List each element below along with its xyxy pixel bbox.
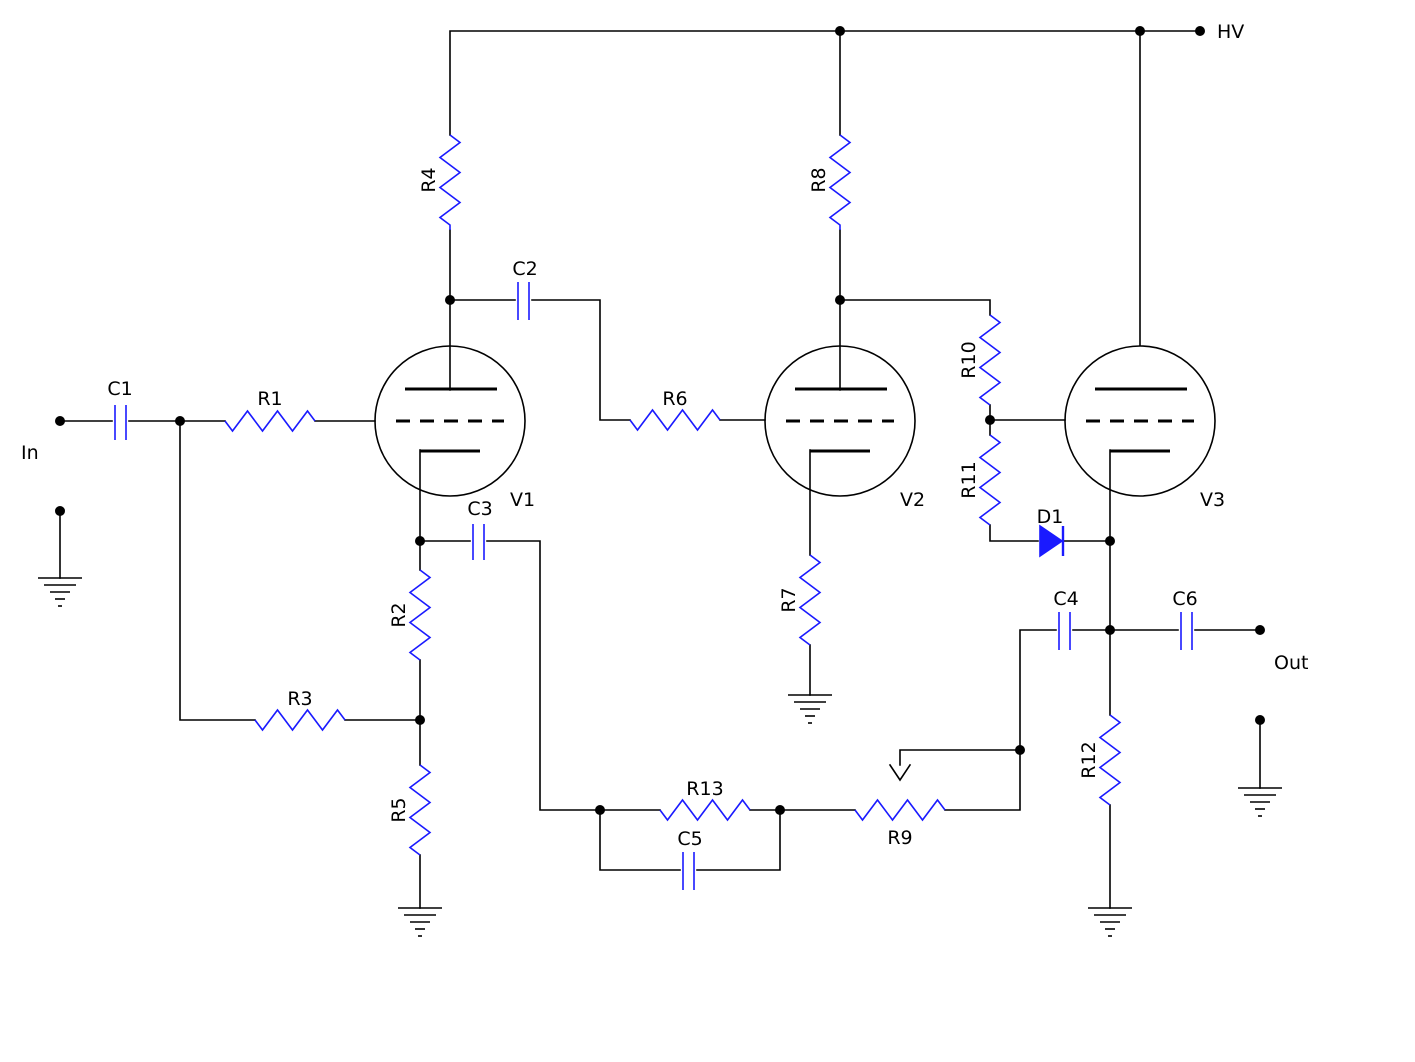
junction-dot [1135, 26, 1145, 36]
junction-dot [175, 416, 185, 426]
resistor-r12 [1098, 714, 1122, 806]
label-r8: R8 [808, 167, 830, 192]
junction-dot [1015, 745, 1025, 755]
label-c6: C6 [1172, 588, 1197, 610]
resistor-r11 [978, 434, 1002, 526]
terminal-in[interactable] [55, 416, 65, 426]
junction-dot [415, 715, 425, 725]
diode-d1 [1039, 524, 1065, 558]
label-r11: R11 [958, 461, 980, 498]
resistor-r4 [438, 134, 462, 230]
label-r10: R10 [958, 341, 980, 378]
terminal-out[interactable] [1255, 625, 1265, 635]
terminal-hv[interactable] [1195, 26, 1205, 36]
label-v3: V3 [1200, 489, 1225, 511]
label-c1: C1 [107, 378, 132, 400]
resistor-r3 [254, 708, 346, 732]
junctions [55, 26, 1265, 815]
label-r4: R4 [418, 167, 440, 192]
resistor-r9 [854, 798, 946, 822]
label-r12: R12 [1078, 741, 1100, 778]
label-r9: R9 [887, 827, 912, 849]
label-r5: R5 [388, 797, 410, 822]
junction-dot [835, 26, 845, 36]
junction-dot [835, 295, 845, 305]
label-r7: R7 [778, 587, 800, 612]
capacitor-c3 [472, 524, 485, 560]
label-d1: D1 [1037, 506, 1064, 528]
ground-in-icon [38, 577, 82, 607]
label-r6: R6 [662, 388, 687, 410]
label-r1: R1 [257, 388, 282, 410]
capacitor-c1 [114, 405, 127, 440]
r9-wiper-arrow-icon [888, 763, 912, 782]
junction-dot [595, 805, 605, 815]
capacitor-c4 [1058, 612, 1071, 650]
junction-dot [985, 415, 995, 425]
label-c5: C5 [677, 828, 702, 850]
ground-r5-icon [398, 907, 442, 937]
junction-dot [1105, 625, 1115, 635]
label-r2: R2 [388, 602, 410, 627]
capacitor-c2 [517, 282, 530, 320]
tube-v2 [764, 345, 916, 497]
tube-v3 [1064, 345, 1216, 497]
label-c3: C3 [467, 498, 492, 520]
resistor-r13 [659, 798, 751, 822]
resistor-r6 [629, 408, 721, 432]
junction-dot [415, 536, 425, 546]
label-c2: C2 [512, 258, 537, 280]
label-v1: V1 [510, 489, 535, 511]
ground-r7-icon [788, 694, 832, 724]
capacitors [114, 282, 1193, 890]
capacitor-c5 [682, 852, 695, 890]
terminal-out-ground[interactable] [1255, 715, 1265, 725]
resistor-r1 [224, 409, 316, 433]
label-v2: V2 [900, 489, 925, 511]
label-out: Out [1274, 652, 1308, 674]
capacitor-c6 [1180, 612, 1193, 650]
tube-v1 [374, 345, 526, 497]
junction-dot [775, 805, 785, 815]
label-c4: C4 [1053, 588, 1078, 610]
resistor-r10 [978, 314, 1002, 406]
label-r13: R13 [686, 778, 723, 800]
junction-dot [445, 295, 455, 305]
resistors [224, 134, 1122, 856]
label-in: In [21, 442, 39, 464]
ground-r12-icon [1088, 907, 1132, 937]
label-hv: HV [1217, 21, 1244, 43]
junction-dot [1105, 536, 1115, 546]
resistor-r5 [408, 764, 432, 856]
labels: HV In Out R1 R3 R6 R13 R9 R4 R8 R2 R5 R7… [21, 21, 1308, 850]
label-r3: R3 [287, 688, 312, 710]
ground-out-icon [1238, 787, 1282, 817]
resistor-r8 [828, 134, 852, 230]
resistor-r2 [408, 569, 432, 661]
terminal-in-ground[interactable] [55, 506, 65, 516]
resistor-r7 [798, 554, 822, 646]
